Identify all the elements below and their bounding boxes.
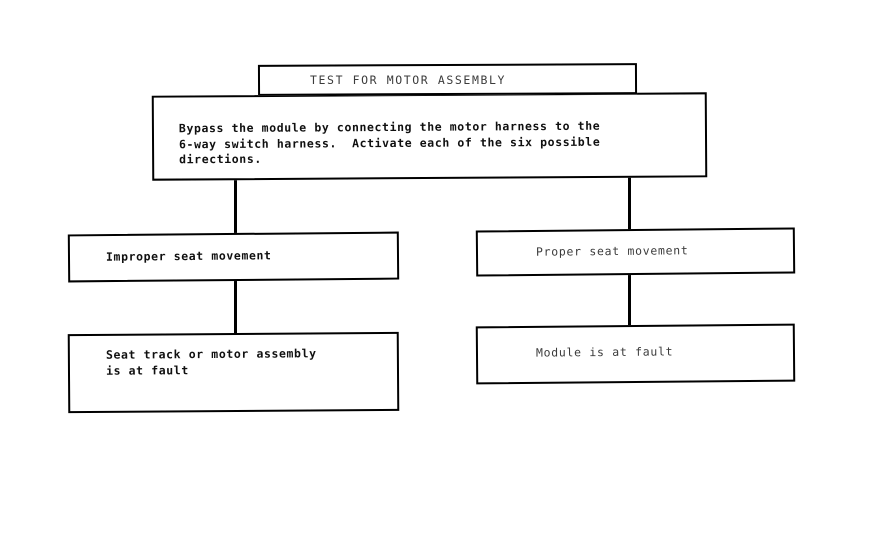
connector-instruction-to-improper-seat-movement: [234, 178, 237, 235]
improper-seat-movement-label: Improper seat movement: [105, 248, 272, 264]
connector-instruction-to-proper-seat-movement: [628, 174, 631, 231]
connector-improper-to-seat-track-fault: [234, 279, 237, 335]
instruction-node-label: Bypass the module by connecting the moto…: [178, 118, 601, 167]
proper-seat-movement-label: Proper seat movement: [535, 243, 689, 259]
connector-proper-to-module-fault: [628, 273, 631, 327]
seat-track-or-motor-assembly-fault-label: Seat track or motor assembly is at fault: [105, 346, 317, 378]
module-is-at-fault-label: Module is at fault: [535, 344, 674, 360]
title-node-label: TEST FOR MOTOR ASSEMBLY: [310, 73, 507, 87]
